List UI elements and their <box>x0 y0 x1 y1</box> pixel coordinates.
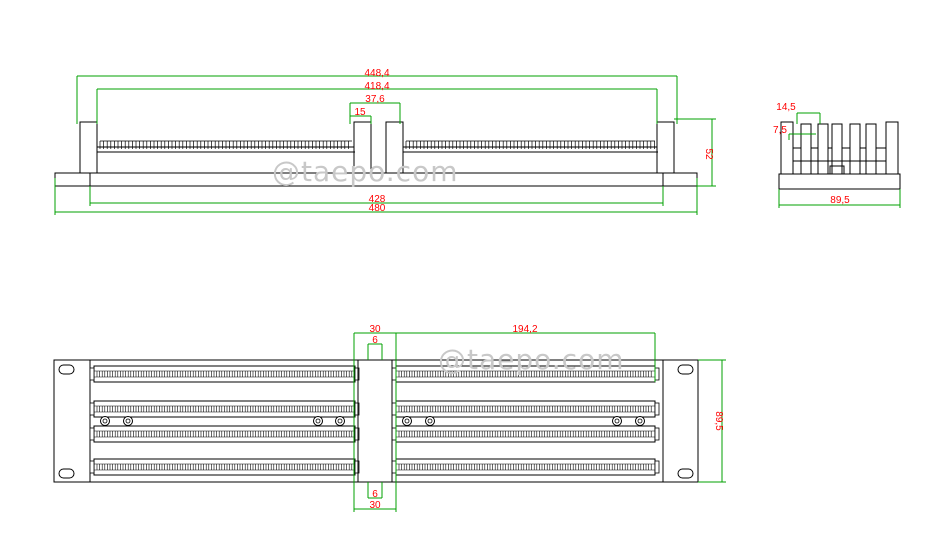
front-right-module <box>402 146 659 174</box>
front-left-post <box>79 121 98 174</box>
front-right-post <box>656 121 675 174</box>
strip-end-notch <box>89 460 95 474</box>
contact-strip <box>395 458 656 476</box>
side-contact-5 <box>865 123 877 175</box>
screw-inner <box>102 418 108 424</box>
mounting-slot-top-left[interactable] <box>58 364 75 375</box>
screw-icon <box>402 416 412 426</box>
dim-outer-width: 448,4 <box>364 68 389 79</box>
front-center-post-left <box>353 121 372 174</box>
dim-bottom-gap: 30 <box>369 500 381 511</box>
strip-end-notch <box>391 402 397 416</box>
screw-icon <box>335 416 345 426</box>
front-contact-teeth-right <box>405 140 655 149</box>
front-view: 448,4 418,4 37,6 15 52 428 480 <box>54 68 716 215</box>
dim-depth: 89,5 <box>830 195 850 206</box>
dim-height: 52 <box>703 148 714 160</box>
side-contact-4 <box>849 123 861 175</box>
front-center-post-right <box>385 121 404 174</box>
screw-icon <box>313 416 323 426</box>
side-contact-2 <box>817 123 829 175</box>
front-left-module <box>96 146 356 174</box>
front-contact-teeth-left <box>99 140 352 149</box>
screw-inner <box>427 418 433 424</box>
mounting-slot-bottom-right[interactable] <box>677 468 694 479</box>
screw-icon <box>425 416 435 426</box>
strip-end-notch <box>354 460 360 474</box>
front-dimension-lines <box>54 75 716 215</box>
strip-end-notch <box>654 427 660 441</box>
side-right-post <box>885 121 899 175</box>
dim-offset: 7,5 <box>773 125 787 136</box>
strip-end-notch <box>391 427 397 441</box>
screw-inner <box>614 418 620 424</box>
screw-inner <box>315 418 321 424</box>
top-view: 30 6 194,2 89,5 6 30 <box>53 324 726 512</box>
side-dimension-lines <box>778 112 901 208</box>
top-contact-strips <box>89 365 660 476</box>
mounting-slot-bottom-left[interactable] <box>58 468 75 479</box>
watermark-front: @taepo.com <box>272 155 458 188</box>
screw-icon <box>612 416 622 426</box>
screw-icon <box>100 416 110 426</box>
side-left-post <box>780 121 794 175</box>
strip-end-notch <box>391 460 397 474</box>
screw-inner <box>337 418 343 424</box>
strip-end-notch <box>89 402 95 416</box>
top-dimension-lines <box>353 332 726 512</box>
strip-end-notch <box>654 402 660 416</box>
strip-end-notch <box>654 460 660 474</box>
strip-end-notch <box>354 427 360 441</box>
contact-strip <box>395 400 656 418</box>
top-panel-inner <box>89 359 664 483</box>
dim-gap-inner: 15 <box>354 107 366 118</box>
top-screws <box>100 416 645 426</box>
screw-inner <box>637 418 643 424</box>
strip-end-notch <box>391 367 397 381</box>
dim-module-length: 194,2 <box>512 324 537 335</box>
dim-center-gap: 30 <box>369 324 381 335</box>
dim-rack-width: 428 <box>369 194 386 205</box>
strip-end-notch <box>354 402 360 416</box>
side-base <box>778 173 901 190</box>
dim-panel-height: 89,5 <box>713 411 724 431</box>
screw-icon <box>635 416 645 426</box>
screw-icon <box>123 416 133 426</box>
front-base-inner <box>89 172 664 187</box>
screw-inner <box>125 418 131 424</box>
watermark-top: @taepo.com <box>438 343 624 376</box>
dim-top-width: 14,5 <box>776 102 796 113</box>
strip-end-notch <box>354 367 360 381</box>
strip-end-notch <box>654 367 660 381</box>
dim-inner-width: 418,4 <box>364 81 389 92</box>
dim-gap-outer: 37,6 <box>365 94 385 105</box>
side-view: 14,5 7,5 89,5 <box>773 102 901 208</box>
dim-panel-width: 480 <box>369 203 386 214</box>
mounting-slot-top-right[interactable] <box>677 364 694 375</box>
contact-strip <box>395 425 656 443</box>
screw-inner <box>404 418 410 424</box>
strip-end-notch <box>89 427 95 441</box>
dim-bottom-inner: 6 <box>372 489 378 500</box>
side-slot <box>829 165 845 175</box>
dim-center-inner: 6 <box>372 335 378 346</box>
strip-end-notch <box>89 367 95 381</box>
side-contact-1 <box>800 123 812 175</box>
